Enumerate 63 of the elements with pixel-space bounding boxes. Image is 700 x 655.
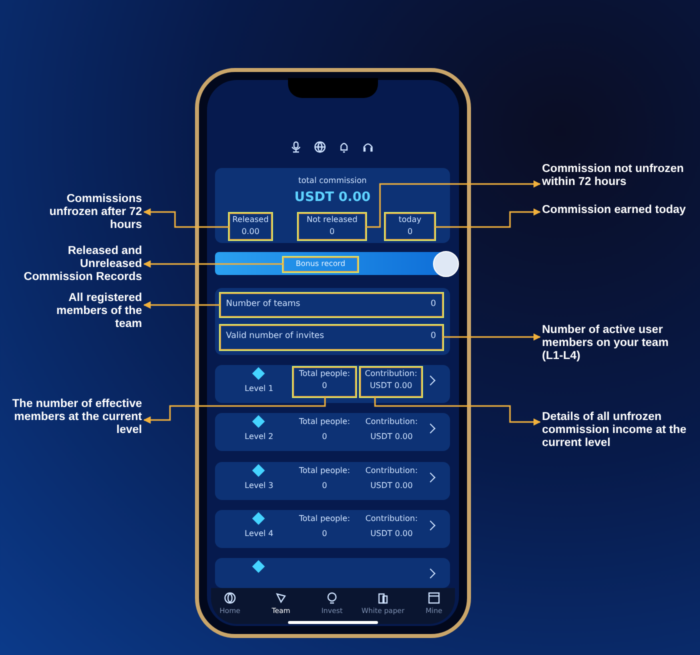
- highlight-frame: [283, 257, 358, 272]
- card-title: total commission: [297, 176, 368, 185]
- stat-label: Contribution:: [364, 466, 419, 475]
- highlight-frame: [220, 293, 443, 317]
- stat-value: 0: [320, 432, 328, 441]
- highlight-frame: [220, 325, 443, 350]
- stat-value: USDT 0.00: [368, 380, 414, 392]
- callout-text: Commission not unfrozen within 72 hours: [542, 163, 685, 189]
- stat-label: today: [398, 214, 422, 226]
- stat-value: 0: [328, 226, 336, 238]
- level-label: Level 2: [244, 432, 274, 441]
- stat-value: 0: [320, 529, 328, 538]
- highlight-frame: [385, 213, 435, 240]
- stat-card: [215, 365, 450, 403]
- callout-text: Details of all unfrozen commission income at the current level: [542, 411, 688, 450]
- level-label: Level 3: [244, 481, 274, 490]
- stat-value: USDT 0.00: [369, 432, 414, 441]
- callout-text: Commission earned today: [542, 204, 687, 217]
- leader-line: [435, 208, 541, 228]
- stat-card: [215, 558, 450, 588]
- stat-card: [215, 168, 450, 243]
- stat-value: 0: [320, 481, 328, 490]
- callout-text: Number of active user members on your team (L1-L4): [542, 324, 670, 363]
- stat-label: Released: [231, 214, 270, 226]
- stat-label: Contribution:: [364, 417, 419, 426]
- leader-line: [143, 208, 229, 228]
- stat-card: [215, 510, 450, 548]
- highlight-frame: [298, 213, 366, 240]
- stat-value: USDT 0.00: [369, 529, 414, 538]
- stat-card: [215, 288, 450, 355]
- row-label: Valid number of invites: [226, 331, 324, 341]
- stat-card: [215, 413, 450, 451]
- leader-line: [143, 301, 220, 309]
- count-value: 0: [430, 299, 436, 309]
- stat-label: Contribution:: [364, 514, 419, 523]
- level-label: Level 1: [244, 384, 274, 393]
- callout-text: Released and Unreleased Commission Records: [22, 245, 142, 284]
- highlight-frame: [293, 367, 356, 397]
- count-value: 0: [430, 331, 436, 341]
- callout-text: All registered members of the team: [55, 292, 142, 331]
- stat-card: [215, 462, 450, 500]
- amount-value: USDT 0.00: [293, 190, 372, 205]
- stat-label: Not released: [306, 214, 358, 226]
- stat-value: 0.00: [240, 226, 260, 238]
- stat-value: 0: [320, 380, 328, 392]
- level-label: Level 4: [244, 529, 274, 538]
- row-label: Number of teams: [226, 299, 300, 309]
- stat-label: Contribution:: [364, 368, 418, 380]
- leader-line: [143, 397, 326, 424]
- stat-label: Total people:: [298, 368, 352, 380]
- leader-line: [366, 180, 541, 228]
- stat-value: USDT 0.00: [369, 481, 414, 490]
- stat-label: Total people:: [298, 417, 352, 426]
- callout-text: The number of effective members at the current level: [11, 398, 142, 437]
- highlight-frame: [229, 213, 272, 240]
- leader-line: [143, 260, 283, 268]
- callout-text: Commissions unfrozen after 72 hours: [48, 193, 142, 232]
- stat-label: Total people:: [298, 466, 352, 475]
- stat-label: Total people:: [298, 514, 352, 523]
- leader-line: [443, 333, 541, 341]
- highlight-frame: [360, 367, 422, 397]
- stat-value: 0: [406, 226, 414, 238]
- leader-line: [374, 397, 541, 426]
